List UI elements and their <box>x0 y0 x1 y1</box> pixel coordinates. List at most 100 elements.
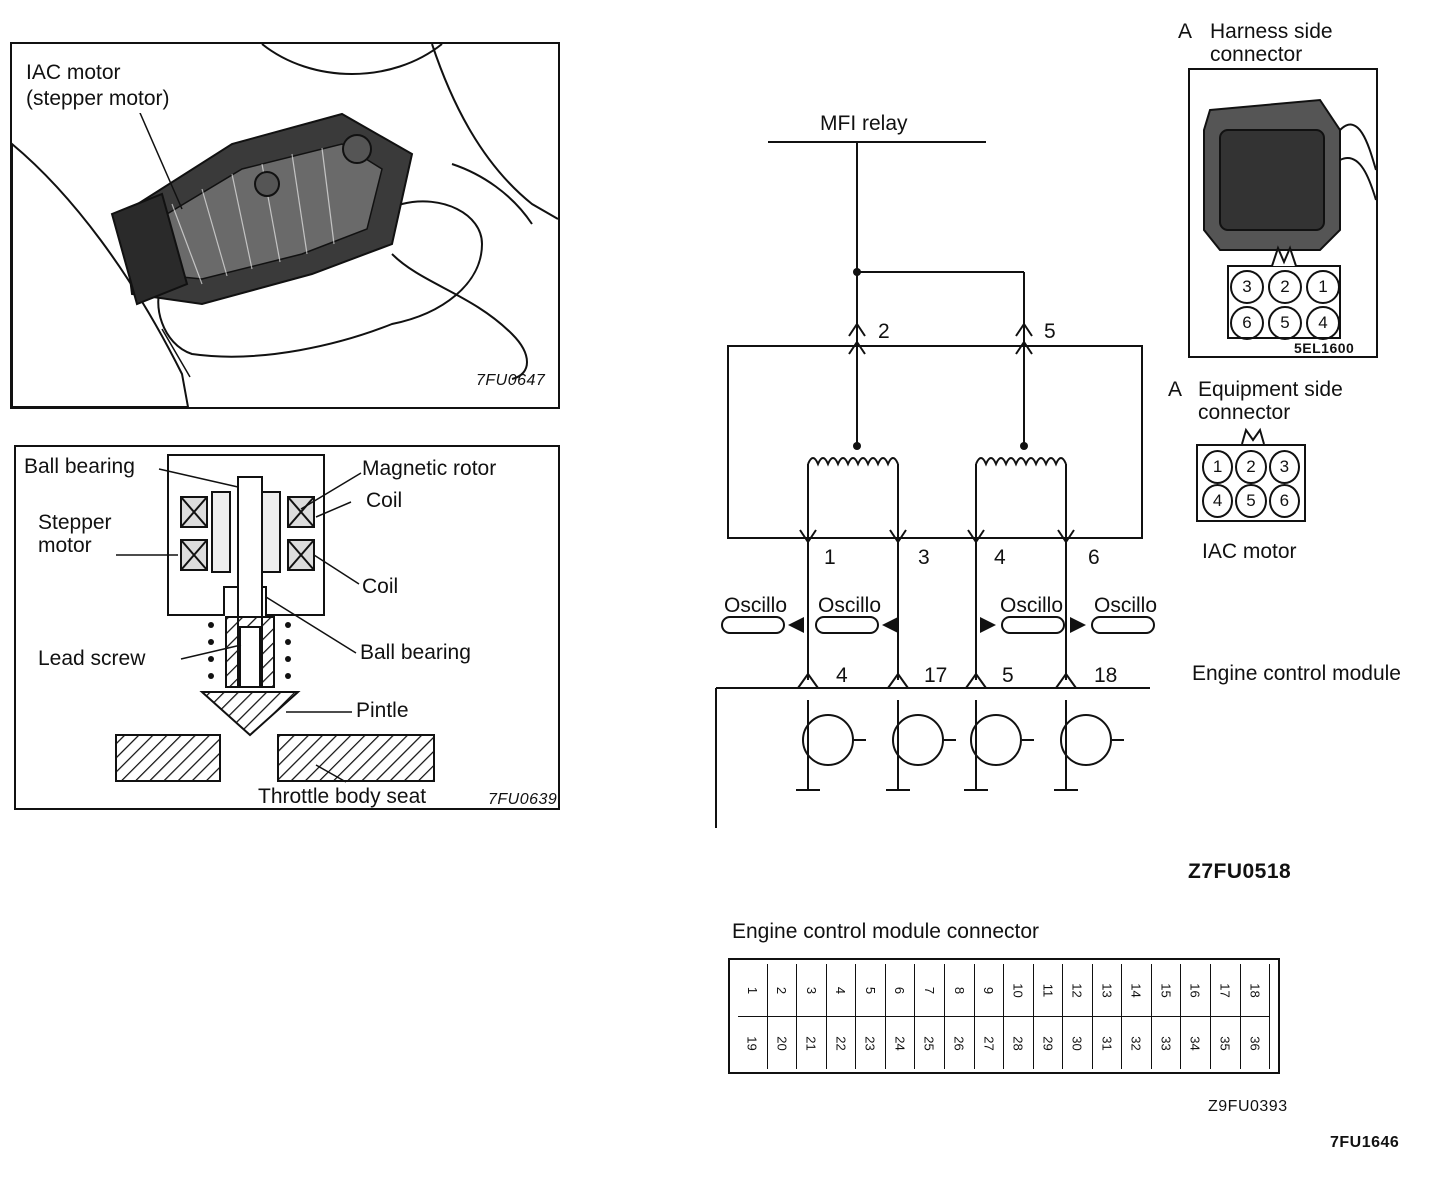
harness-connector-letter: A <box>1178 20 1193 43</box>
harness-connector-title: Harness side connector <box>1210 20 1333 67</box>
lead-screw-label: Lead screw <box>38 647 146 670</box>
ecm-connector-pin: 16 <box>1181 964 1211 1016</box>
ecm-connector-pin: 6 <box>886 964 916 1016</box>
ecm-pin-5-label: 5 <box>1002 664 1014 687</box>
ecm-connector-pin: 15 <box>1152 964 1182 1016</box>
iac-motor-label: IAC motor (stepper motor) <box>26 60 170 113</box>
photo-figure-code: 7FU0647 <box>476 372 546 389</box>
iac-motor-caption: IAC motor <box>1202 540 1297 563</box>
ecm-connector-pin: 26 <box>945 1017 975 1069</box>
equipment-connector-letter: A <box>1168 378 1183 401</box>
ecm-driver-transistors <box>796 700 1124 791</box>
harness-pin: 3 <box>1230 270 1264 304</box>
page-figure-code: 7FU1646 <box>1330 1134 1400 1151</box>
equipment-pin: 4 <box>1202 484 1234 518</box>
stepper-motor-cutaway-drawing <box>115 454 435 783</box>
ecm-pin-18-label: 18 <box>1094 664 1118 687</box>
equipment-pin: 2 <box>1235 450 1267 484</box>
ecm-connector-title: Engine control module connector <box>732 920 1040 943</box>
coil-lower-label: Coil <box>362 575 399 598</box>
ecm-connector-pin: 7 <box>915 964 945 1016</box>
harness-connector-panel: 3 2 1 6 5 4 5EL1600 <box>1188 68 1378 358</box>
stepper-motor-cutaway-panel: Ball bearing Magnetic rotor Coil Stepper… <box>14 445 560 810</box>
ball-bearing-bottom-label: Ball bearing <box>360 641 471 664</box>
mfi-relay-label: MFI relay <box>820 112 908 135</box>
equipment-pin: 5 <box>1235 484 1267 518</box>
ecm-connector-pin: 34 <box>1181 1017 1211 1069</box>
ecm-connector-pin: 11 <box>1034 964 1064 1016</box>
ecm-connector-pin: 2 <box>768 964 798 1016</box>
ecm-connector-pin: 22 <box>827 1017 857 1069</box>
ecm-connector-pin: 32 <box>1122 1017 1152 1069</box>
ecm-connector-pin: 10 <box>1004 964 1034 1016</box>
harness-pin: 2 <box>1268 270 1302 304</box>
ecm-connector-pin: 33 <box>1152 1017 1182 1069</box>
ecm-connector-pin: 13 <box>1093 964 1123 1016</box>
ecm-connector-pin: 5 <box>856 964 886 1016</box>
ecm-connector-pin: 20 <box>768 1017 798 1069</box>
harness-pin: 1 <box>1306 270 1340 304</box>
ecm-connector-pin: 19 <box>738 1017 768 1069</box>
ball-bearing-top-label: Ball bearing <box>24 455 135 478</box>
equipment-pin: 3 <box>1268 450 1300 484</box>
ecm-connector-pin: 3 <box>797 964 827 1016</box>
throttle-body-seat-label: Throttle body seat <box>258 785 427 809</box>
ecm-connector-pin: 31 <box>1093 1017 1123 1069</box>
ecm-connector-pin: 8 <box>945 964 975 1016</box>
equipment-pin: 1 <box>1202 450 1234 484</box>
pin-1-label: 1 <box>824 546 836 569</box>
ecm-connector-pin: 27 <box>975 1017 1005 1069</box>
ecm-connector-pin: 18 <box>1241 964 1271 1016</box>
pin-3-label: 3 <box>918 546 930 569</box>
pin-6-label: 6 <box>1088 546 1100 569</box>
equipment-connector-body: 1 2 3 4 5 6 <box>1196 444 1306 522</box>
cutaway-figure-code: 7FU0639 <box>488 791 558 808</box>
oscillo-label-4: Oscillo <box>1094 594 1158 617</box>
oscillo-label-2: Oscillo <box>818 594 882 617</box>
magnetic-rotor-label: Magnetic rotor <box>362 457 497 480</box>
circuit-figure-code: Z7FU0518 <box>1188 860 1292 883</box>
ecm-connector-pin: 23 <box>856 1017 886 1069</box>
ecm-pin-17-label: 17 <box>924 664 948 687</box>
ecm-connector-pin: 17 <box>1211 964 1241 1016</box>
ecm-connector-pin: 14 <box>1122 964 1152 1016</box>
ecm-connector-pin: 30 <box>1063 1017 1093 1069</box>
pin-5-label: 5 <box>1044 320 1056 343</box>
harness-figure-code: 5EL1600 <box>1294 340 1355 356</box>
pin-2-label: 2 <box>878 320 890 343</box>
ecm-connector-pin: 25 <box>915 1017 945 1069</box>
ecm-pin-4-label: 4 <box>836 664 848 687</box>
iac-motor-photo-panel: IAC motor (stepper motor) 7FU0647 <box>10 42 560 409</box>
coil-windings <box>180 496 315 571</box>
harness-pin: 4 <box>1306 306 1340 340</box>
ecm-connector-pin: 29 <box>1034 1017 1064 1069</box>
pintle-label: Pintle <box>356 699 409 722</box>
pin-4-label: 4 <box>994 546 1006 569</box>
harness-pin: 5 <box>1268 306 1302 340</box>
ecm-connector-pin: 9 <box>975 964 1005 1016</box>
harness-connector-pins: 3 2 1 6 5 4 <box>1230 270 1340 340</box>
stepper-motor-label: Stepper motor <box>38 511 112 558</box>
ecm-connector-pin: 24 <box>886 1017 916 1069</box>
ecm-connector-pin: 12 <box>1063 964 1093 1016</box>
ecm-connector-pin: 36 <box>1241 1017 1271 1069</box>
ecm-connector-pin: 28 <box>1004 1017 1034 1069</box>
equipment-connector-title: Equipment side connector <box>1198 378 1343 425</box>
coil-upper-label: Coil <box>366 489 403 512</box>
ecm-connector-pin: 4 <box>827 964 857 1016</box>
engine-control-module-label: Engine control module <box>1192 662 1401 685</box>
iac-motor-photo-illustration <box>11 43 559 408</box>
oscillo-label-3: Oscillo <box>1000 594 1064 617</box>
ecm-connector-pin: 35 <box>1211 1017 1241 1069</box>
oscillo-label-1: Oscillo <box>724 594 788 617</box>
stepper-motor-body <box>110 112 414 306</box>
ecm-connector-figure-code: Z9FU0393 <box>1208 1098 1288 1115</box>
equipment-pin: 6 <box>1268 484 1300 518</box>
ecm-connector-pin: 21 <box>797 1017 827 1069</box>
harness-pin: 6 <box>1230 306 1264 340</box>
ecm-connector-pin: 1 <box>738 964 768 1016</box>
